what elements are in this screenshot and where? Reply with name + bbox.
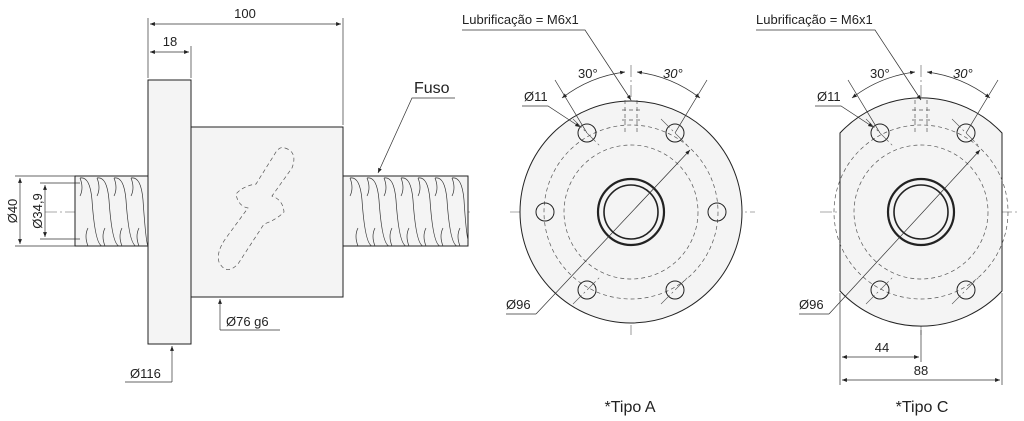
dim-flange-width-text: 18 bbox=[163, 34, 177, 49]
bolt-holes-c bbox=[865, 118, 981, 305]
bore-a bbox=[596, 177, 666, 247]
lube-port-c bbox=[912, 100, 930, 135]
flange-outline-a bbox=[519, 100, 743, 324]
bore-c bbox=[886, 177, 956, 247]
label-screw: Fuso bbox=[414, 80, 450, 97]
dim-half-width-text: 44 bbox=[875, 340, 889, 355]
dim-body-dia-text: Ø76 g6 bbox=[226, 314, 269, 329]
angle-left-a: 30° bbox=[578, 66, 598, 81]
angle-right-c: 30° bbox=[953, 66, 973, 81]
bolt-circle-dia-a: Ø96 bbox=[506, 297, 531, 312]
angle-right-a: 30° bbox=[663, 66, 683, 81]
caption-tipo-c: *Tipo C bbox=[896, 399, 949, 416]
hole-dia-c: Ø11 bbox=[817, 89, 841, 104]
left-screw-thread bbox=[74, 175, 149, 247]
lube-groove bbox=[217, 147, 295, 270]
bolt-holes-a bbox=[535, 118, 727, 305]
hole-dia-a: Ø11 bbox=[524, 89, 548, 104]
view-tipo-c: 30° 30° Lubrificação = M6x1 Ø11 Ø96 44 8… bbox=[756, 12, 1020, 416]
screw-leader bbox=[377, 97, 455, 174]
dim-length-text: 100 bbox=[234, 6, 256, 21]
dim-thread-root-text: Ø34,9 bbox=[30, 193, 45, 228]
caption-tipo-a: *Tipo A bbox=[605, 399, 656, 416]
lubrication-label-a: Lubrificação = M6x1 bbox=[462, 12, 579, 27]
right-screw-thread bbox=[342, 175, 469, 247]
lubrication-label-c: Lubrificação = M6x1 bbox=[756, 12, 873, 27]
dim-width-text: 88 bbox=[914, 363, 928, 378]
nut-body bbox=[190, 126, 344, 298]
angle-left-c: 30° bbox=[870, 66, 890, 81]
bolt-circle-a bbox=[543, 124, 719, 300]
side-view: 100 18 Ø40 Ø34,9 Fuso Ø76 g6 Ø116 bbox=[5, 6, 470, 383]
flange bbox=[147, 79, 192, 345]
dim-thread-outer-text: Ø40 bbox=[5, 199, 20, 224]
bolt-circle-c bbox=[833, 124, 1009, 300]
lube-port-a bbox=[622, 100, 640, 135]
dim-flange-dia-text: Ø116 bbox=[130, 366, 161, 381]
flange-outline-c bbox=[839, 97, 1003, 327]
view-tipo-a: 30° 30° Lubrificação = M6x1 Ø11 Ø96 *Tip… bbox=[462, 12, 755, 416]
bolt-circle-dia-c: Ø96 bbox=[799, 297, 824, 312]
